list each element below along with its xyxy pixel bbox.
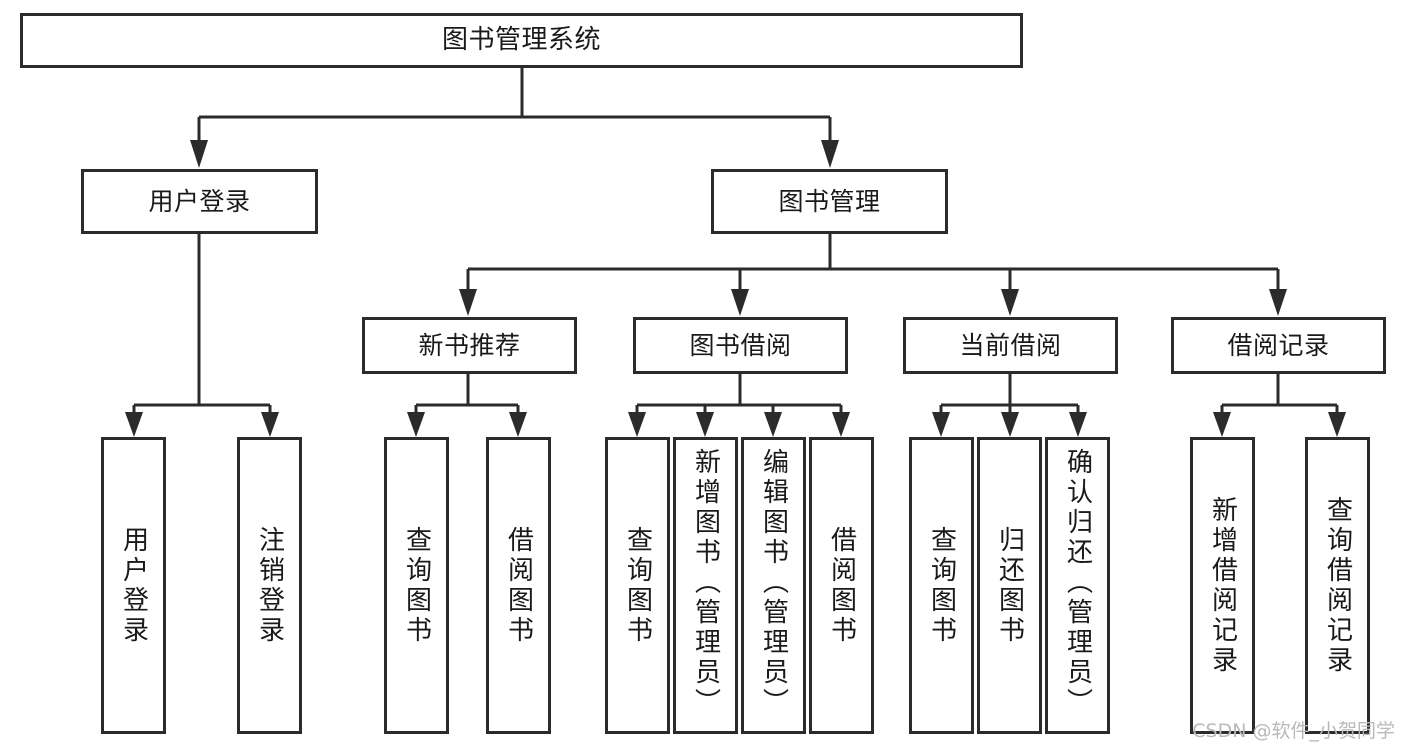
leaf-borrow-query-book[interactable]: 查询图书 (605, 437, 670, 734)
node-new-book-recommend[interactable]: 新书推荐 (362, 317, 577, 374)
arrow-borrow-l4 (832, 412, 850, 437)
node-book-management[interactable]: 图书管理 (711, 169, 948, 234)
leaf-record-add-record[interactable]: 新增借阅记录 (1190, 437, 1255, 734)
arrow-borrow-l2 (696, 412, 714, 437)
arrow-record-l2 (1328, 412, 1346, 437)
node-book-borrow-label: 图书借阅 (689, 330, 792, 360)
arrow-userlogin-l2 (261, 412, 279, 437)
leaf-recommend-query-book[interactable]: 查询图书 (384, 437, 449, 734)
node-new-book-recommend-label: 新书推荐 (418, 330, 521, 360)
leaf-user-login-login-label: 用户登录 (118, 525, 149, 646)
leaf-borrow-query-book-label: 查询图书 (622, 525, 653, 646)
node-book-borrow[interactable]: 图书借阅 (633, 317, 848, 374)
arrow-bookmgmt-to-borrow (731, 289, 749, 316)
leaf-current-confirm-return-admin-label: 确认归还（管理员） (1062, 448, 1093, 718)
watermark-text: CSDN @软件_小贺同学 (1192, 720, 1395, 742)
arrow-borrow-l1 (628, 412, 646, 437)
node-current-borrow[interactable]: 当前借阅 (903, 317, 1118, 374)
leaf-current-query-book[interactable]: 查询图书 (909, 437, 974, 734)
leaf-borrow-add-book-admin[interactable]: 新增图书（管理员） (673, 437, 738, 734)
leaf-user-login-logout-label: 注销登录 (254, 525, 285, 646)
arrow-borrow-l3 (764, 412, 782, 437)
leaf-user-login-login[interactable]: 用户登录 (101, 437, 166, 734)
arrow-current-l2 (1001, 412, 1019, 437)
leaf-user-login-logout[interactable]: 注销登录 (237, 437, 302, 734)
leaf-recommend-borrow-book[interactable]: 借阅图书 (486, 437, 551, 734)
leaf-current-return-book[interactable]: 归还图书 (977, 437, 1042, 734)
arrow-bookmgmt-to-recommend (459, 289, 477, 316)
arrow-record-l1 (1213, 412, 1231, 437)
arrow-userlogin-l1 (125, 412, 143, 437)
leaf-borrow-edit-book-admin[interactable]: 编辑图书（管理员） (741, 437, 806, 734)
arrow-recommend-l1 (407, 412, 425, 437)
leaf-current-return-book-label: 归还图书 (994, 525, 1025, 646)
node-borrow-record-label: 借阅记录 (1227, 330, 1330, 360)
arrow-bookmgmt-to-current (1001, 289, 1019, 316)
node-root-label: 图书管理系统 (441, 25, 601, 56)
node-user-login[interactable]: 用户登录 (81, 169, 318, 234)
node-user-login-label: 用户登录 (148, 186, 251, 216)
leaf-recommend-borrow-book-label: 借阅图书 (503, 525, 534, 646)
arrow-recommend-l2 (509, 412, 527, 437)
arrow-current-l1 (932, 412, 950, 437)
node-borrow-record[interactable]: 借阅记录 (1171, 317, 1386, 374)
leaf-current-confirm-return-admin[interactable]: 确认归还（管理员） (1045, 437, 1110, 734)
leaf-current-query-book-label: 查询图书 (926, 525, 957, 646)
leaf-record-add-record-label: 新增借阅记录 (1207, 495, 1238, 676)
leaf-borrow-edit-book-admin-label: 编辑图书（管理员） (758, 448, 789, 718)
arrow-root-to-bookmgmt (821, 140, 839, 168)
arrow-root-to-user (190, 140, 208, 168)
leaf-record-query-record-label: 查询借阅记录 (1322, 495, 1353, 676)
node-current-borrow-label: 当前借阅 (959, 330, 1062, 360)
leaf-recommend-query-book-label: 查询图书 (401, 525, 432, 646)
node-book-management-label: 图书管理 (778, 186, 881, 216)
leaf-record-query-record[interactable]: 查询借阅记录 (1305, 437, 1370, 734)
leaf-borrow-borrow-book[interactable]: 借阅图书 (809, 437, 874, 734)
leaf-borrow-add-book-admin-label: 新增图书（管理员） (690, 448, 721, 718)
arrow-bookmgmt-to-record (1269, 289, 1287, 316)
node-root-book-management-system[interactable]: 图书管理系统 (20, 13, 1023, 68)
leaf-borrow-borrow-book-label: 借阅图书 (826, 525, 857, 646)
arrow-current-l3 (1069, 412, 1087, 437)
